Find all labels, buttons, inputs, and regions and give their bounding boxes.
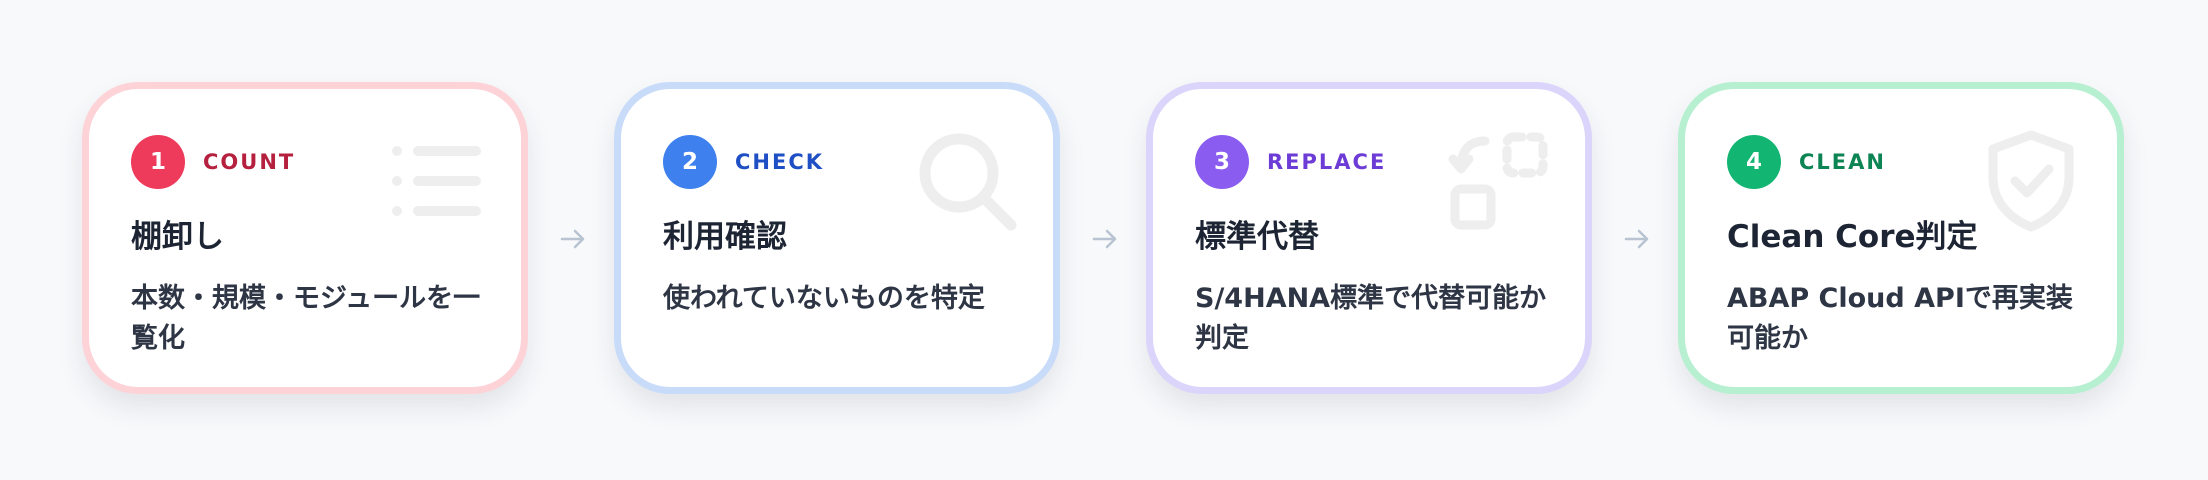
step-description: ABAP Cloud APIで再実装可能か [1727, 283, 2073, 354]
step-description: 使われていないものを特定 [663, 283, 985, 314]
step-card-count: 1 COUNT 棚卸し 本数・規模・モジュールを一覧化 [82, 82, 528, 394]
step-number-badge: 3 [1195, 135, 1249, 189]
step-description: S/4HANA標準で代替可能か判定 [1195, 283, 1547, 354]
search-icon [919, 133, 1017, 231]
step-number-badge: 1 [131, 135, 185, 189]
step-title: Clean Core判定 [1727, 219, 1978, 255]
shield-check-icon [1988, 130, 2074, 232]
step-title: 利用確認 [663, 219, 787, 255]
step-tag: CHECK [735, 150, 825, 174]
arrow-right-icon [560, 229, 585, 249]
arrow-right-icon [1624, 229, 1649, 249]
step-card-replace: 3 REPLACE 標準代替 S/4HANA標準で代替可能か判定 [1146, 82, 1592, 394]
arrow-right-icon [1092, 229, 1117, 249]
step-description: 本数・規模・モジュールを一覧化 [131, 283, 481, 354]
step-card-check: 2 CHECK 利用確認 使われていないものを特定 [614, 82, 1060, 394]
list-icon [392, 146, 481, 216]
step-tag: CLEAN [1799, 150, 1886, 174]
step-title: 標準代替 [1195, 219, 1319, 255]
step-card-clean: 4 CLEAN Clean Core判定 ABAP Cloud APIで再実装可… [1678, 82, 2124, 394]
step-number-badge: 2 [663, 135, 717, 189]
step-title: 棚卸し [131, 219, 224, 255]
step-tag: COUNT [203, 150, 296, 174]
step-number-badge: 4 [1727, 135, 1781, 189]
replace-icon [1448, 132, 1548, 230]
step-tag: REPLACE [1267, 150, 1387, 174]
